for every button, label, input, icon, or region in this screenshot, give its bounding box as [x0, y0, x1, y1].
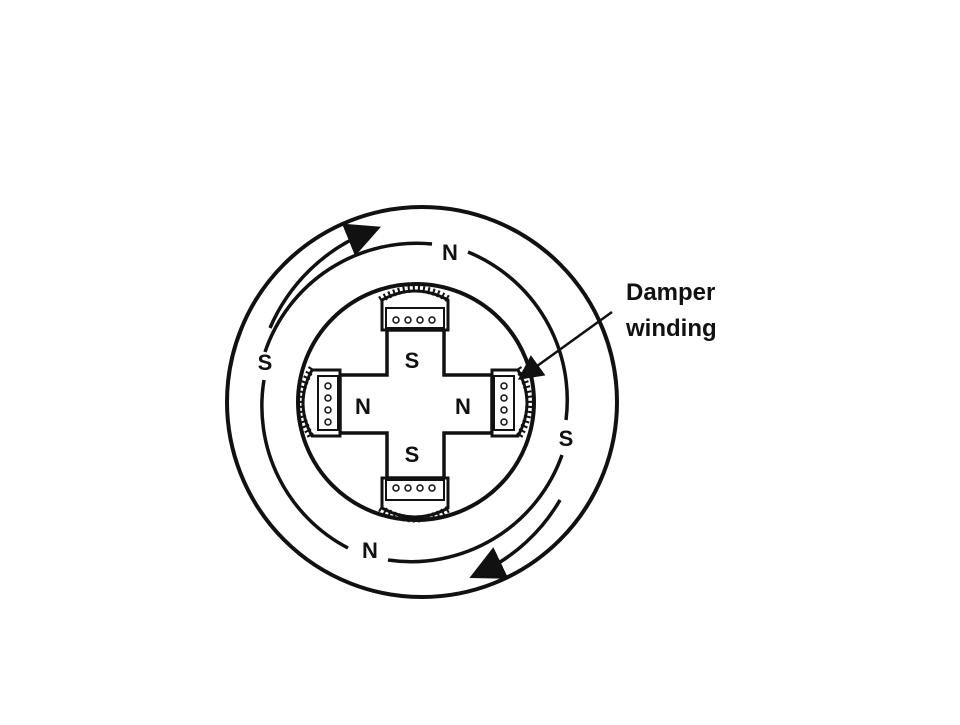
damper-winding-label-line1: Damper [626, 279, 715, 306]
stator-pole-label-top: N [442, 240, 458, 265]
stator-pole-label-right: S [559, 426, 574, 451]
rotor-pole-label-left: N [355, 394, 371, 419]
rotor-pole-shoe-left [297, 366, 342, 440]
flux-ring-upper-left [263, 241, 433, 353]
rotor-pole-shoe-bottom [378, 476, 452, 523]
rotor-pole-shoe-right [490, 366, 533, 440]
rotor-pole-shoe-top [378, 285, 452, 332]
rotor-pole-label-bottom: S [405, 442, 420, 467]
flux-ring-lower-right [387, 454, 564, 564]
stator-pole-label-left: S [258, 350, 273, 375]
stator-pole-label-bottom: N [362, 538, 378, 563]
flux-arrow-bottom [469, 499, 562, 579]
rotor-pole-label-top: S [405, 348, 420, 373]
rotor-pole-label-right: N [455, 394, 471, 419]
flux-ring-left-lower [260, 379, 349, 550]
damper-winding-label-line2: winding [625, 315, 717, 342]
flux-arrow-top [268, 223, 381, 329]
stator-outer-ring [225, 205, 619, 599]
damper-winding-leader-line [517, 310, 613, 380]
flux-ring-right-upper [467, 250, 569, 421]
